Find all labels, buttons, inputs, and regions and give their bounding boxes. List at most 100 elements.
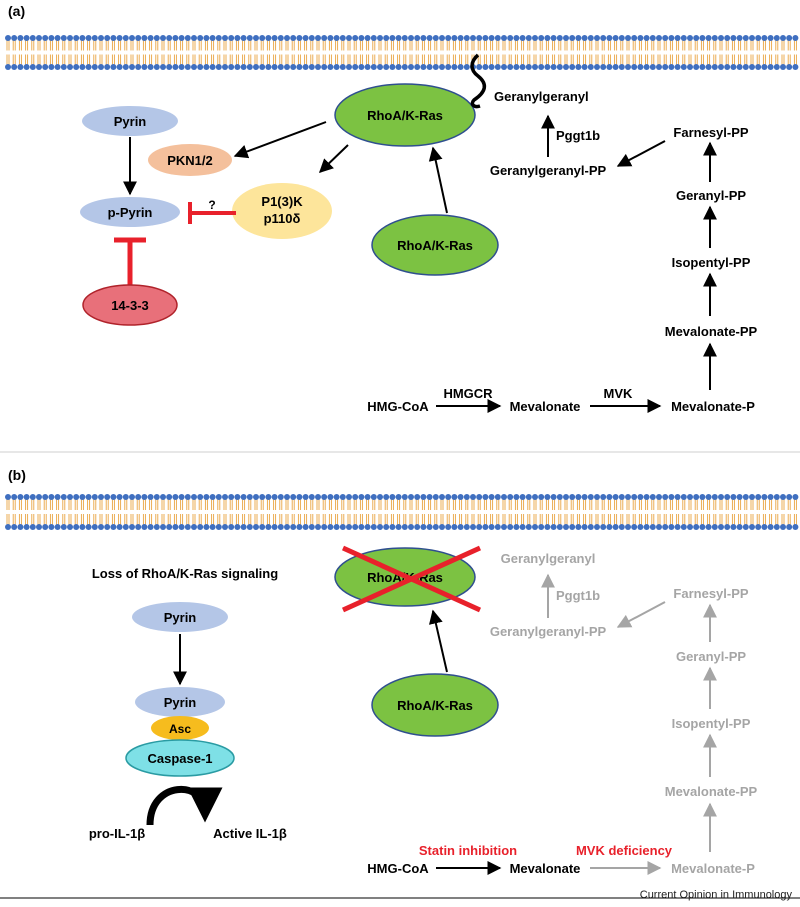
lipid-tail xyxy=(601,497,605,527)
lipid-tail xyxy=(390,497,394,527)
lipid-tail xyxy=(124,497,128,527)
lipid-head xyxy=(135,524,142,530)
lipid-tail xyxy=(471,38,475,67)
lipid-head xyxy=(17,35,24,41)
lipid-head xyxy=(296,64,303,70)
lipid-tail xyxy=(192,497,196,527)
lipid-tail xyxy=(74,38,78,67)
lipid-head xyxy=(352,64,359,70)
lipid-head xyxy=(693,35,700,41)
lipid-head xyxy=(513,494,520,500)
lipid-tail xyxy=(707,38,711,67)
lipid-tail xyxy=(638,38,642,67)
lipid-head xyxy=(377,35,383,41)
lipid-head xyxy=(215,524,222,530)
lipid-tail xyxy=(99,38,103,67)
lipid-head xyxy=(687,35,693,41)
lipid-tail xyxy=(533,497,537,527)
lipid-tail xyxy=(576,497,580,527)
lipid-head xyxy=(191,64,197,70)
lipid-head xyxy=(377,494,383,500)
lipid-head xyxy=(538,64,545,70)
lipid-tail xyxy=(539,497,543,527)
lipid-head xyxy=(773,524,780,530)
lipid-head xyxy=(488,494,495,500)
lipid-head xyxy=(333,524,340,530)
lipid-head xyxy=(786,35,793,41)
lipid-head xyxy=(377,64,383,70)
lipid-head xyxy=(91,64,98,70)
lipid-head xyxy=(110,494,117,500)
lipid-head xyxy=(711,64,718,70)
lipid-head xyxy=(284,494,290,500)
lipid-head xyxy=(358,524,365,530)
lipid-tail xyxy=(359,497,363,527)
lipid-head xyxy=(544,494,551,500)
mevalonate-p-a: Mevalonate-P xyxy=(671,399,755,414)
lipid-head xyxy=(42,35,49,41)
lipid-head xyxy=(780,35,786,41)
lipid-head xyxy=(631,64,638,70)
lipid-head xyxy=(246,64,253,70)
farnesyl-pp-b: Farnesyl-PP xyxy=(673,586,748,601)
lipid-head xyxy=(519,494,526,500)
lipid-head xyxy=(327,494,334,500)
lipid-head xyxy=(141,494,148,500)
lipid-tail xyxy=(645,497,649,527)
lipid-head xyxy=(253,64,259,70)
lipid-head xyxy=(135,64,142,70)
lipid-tail xyxy=(713,38,717,67)
lipid-head xyxy=(178,494,185,500)
lipid-head xyxy=(271,494,278,500)
lipid-head xyxy=(550,494,557,500)
lipid-tail xyxy=(731,38,735,67)
lipid-head xyxy=(519,524,526,530)
lipid-head xyxy=(98,524,104,530)
lipid-tail xyxy=(111,38,115,67)
pyrin-node-a xyxy=(82,106,178,136)
lipid-head xyxy=(749,35,755,41)
lipid-tail xyxy=(335,497,339,527)
lipid-tail xyxy=(490,497,494,527)
lipid-head xyxy=(687,524,693,530)
lipid-tail xyxy=(186,38,190,67)
lipid-tail xyxy=(347,497,351,527)
lipid-tail xyxy=(25,38,29,67)
lipid-head xyxy=(91,524,98,530)
lipid-tail xyxy=(242,497,246,527)
lipid-head xyxy=(575,494,582,500)
lipid-tail xyxy=(248,38,252,67)
lipid-head xyxy=(730,494,737,500)
lipid-head xyxy=(767,64,774,70)
geranyl-pp-b: Geranyl-PP xyxy=(676,649,746,664)
lipid-tail xyxy=(632,497,636,527)
lipid-head xyxy=(339,64,346,70)
lipid-head xyxy=(54,524,61,530)
lipid-head xyxy=(178,64,185,70)
lipid-tail xyxy=(769,497,773,527)
lipid-head xyxy=(693,64,700,70)
mevalonate-a: Mevalonate xyxy=(510,399,581,414)
lipid-head xyxy=(742,64,749,70)
lipid-head xyxy=(439,524,445,530)
lipid-head xyxy=(761,524,768,530)
lipid-tail xyxy=(421,497,425,527)
lipid-tail xyxy=(626,497,630,527)
lipid-head xyxy=(687,64,693,70)
lipid-head xyxy=(215,35,222,41)
lipid-head xyxy=(457,35,464,41)
lipid-tail xyxy=(99,497,103,527)
lipid-head xyxy=(519,35,526,41)
lipid-tail xyxy=(378,38,382,67)
pro-il1b-b: pro-IL-1β xyxy=(89,826,145,841)
lipid-tail xyxy=(707,497,711,527)
lipid-head xyxy=(234,64,241,70)
lipid-head xyxy=(60,35,67,41)
lipid-head xyxy=(215,64,222,70)
lipid-head xyxy=(29,64,36,70)
lipid-head xyxy=(358,64,365,70)
lipid-tail xyxy=(49,497,53,527)
lipid-tail xyxy=(477,38,481,67)
lipid-tail xyxy=(428,497,432,527)
lipid-head xyxy=(240,35,247,41)
